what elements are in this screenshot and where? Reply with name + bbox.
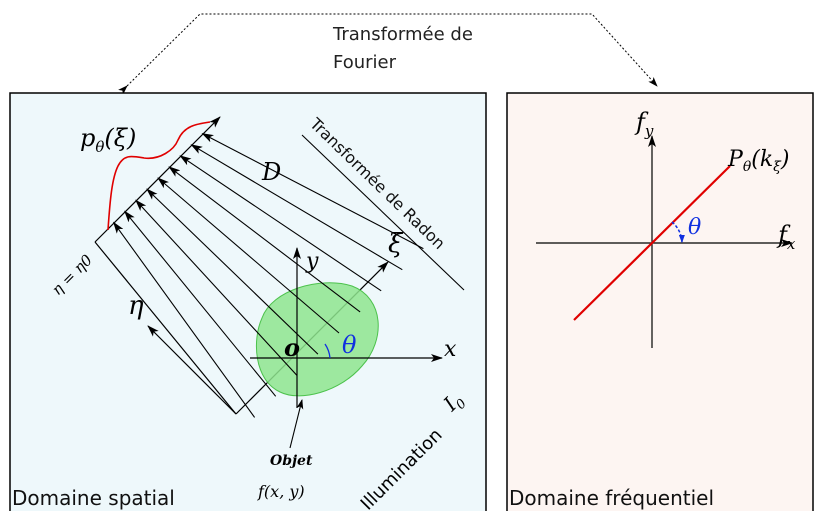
illumination-ray: [157, 177, 340, 334]
frequency-panel-frame: [506, 92, 814, 511]
projection-slice-line: [573, 165, 731, 321]
spatial-panel: pθ(ξ) D Transformée de Radon ξ η η = η0 …: [9, 92, 487, 511]
frequency-domain-title: Domaine fréquentiel: [509, 486, 714, 510]
fourier-caption-line2: Fourier: [333, 52, 397, 73]
frequency-panel: θ fy fx Pθ(kξ) Domaine fréquentiel: [506, 92, 814, 511]
p-theta-label: Pθ(kξ): [727, 147, 789, 175]
objet-label: Objet: [270, 453, 313, 469]
origin-label: o: [284, 333, 300, 362]
illumination-ray: [124, 210, 277, 397]
spatial-domain-title: Domaine spatial: [12, 486, 175, 510]
projection-curve: [107, 121, 211, 231]
illumination-ray: [146, 188, 319, 355]
illumination-ray: [113, 221, 256, 418]
theta-arc-frequency: [671, 221, 685, 244]
fourier-caption-line1: Transformée de: [332, 24, 473, 45]
xi-label: ξ: [388, 229, 404, 259]
projection-label: pθ(ξ): [80, 124, 136, 156]
eta-label: η: [128, 291, 144, 321]
illumination-ray: [168, 166, 361, 313]
objet-pointer: [289, 399, 304, 449]
radon-direction-line: [301, 134, 465, 291]
illumination-ray: [190, 144, 403, 271]
spatial-panel-frame: [9, 92, 487, 511]
d-label: D: [261, 158, 281, 186]
theta-label-frequency: θ: [688, 215, 701, 240]
eta-axis: [147, 325, 237, 415]
illumination-rays: [113, 133, 424, 418]
illumination-ray: [135, 199, 298, 376]
theta-arc-spatial: [324, 343, 331, 359]
x-axis-label: x: [444, 337, 457, 362]
y-axis-label: y: [305, 249, 319, 274]
illumination-ray: [179, 155, 382, 292]
theta-label-spatial: θ: [342, 331, 357, 359]
fxy-label: f(x, y): [257, 482, 305, 501]
rotated-frame-edge: [94, 241, 237, 415]
object-shape: [256, 282, 379, 397]
illumination-ray: [201, 133, 424, 250]
